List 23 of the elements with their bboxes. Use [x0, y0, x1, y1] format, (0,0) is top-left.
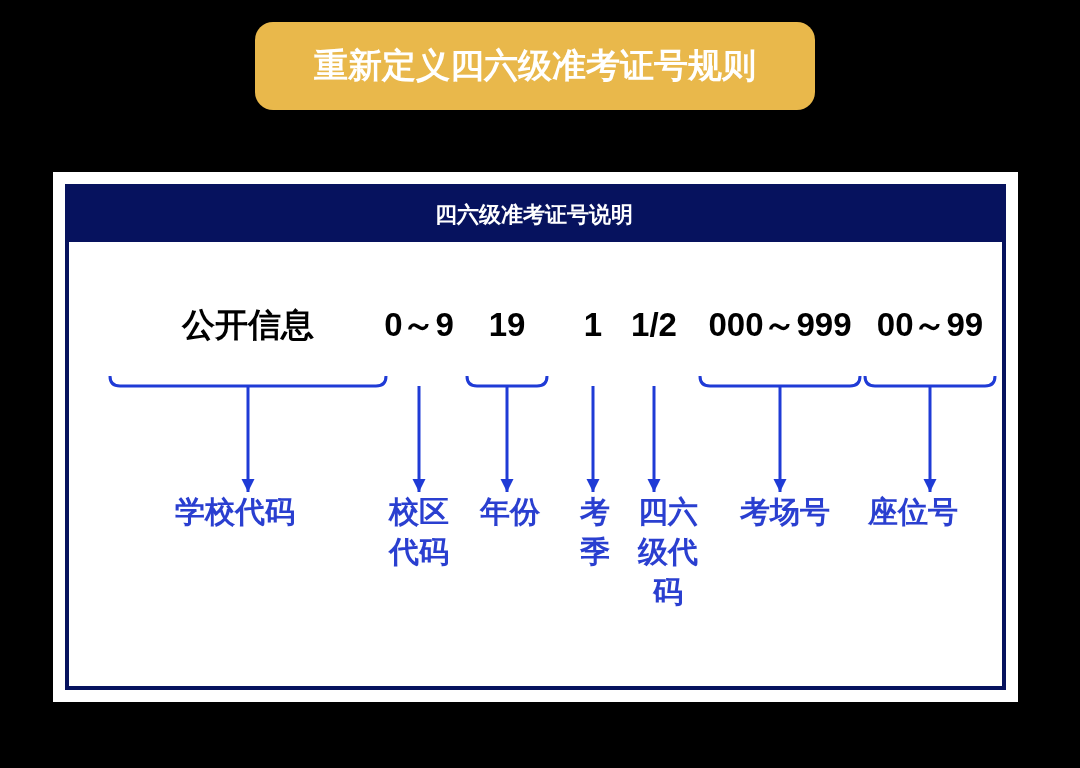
field-label: 考季 — [576, 492, 614, 582]
field-label: 考场号 — [730, 492, 840, 542]
arrow — [241, 386, 255, 492]
field-label: 校区代码 — [384, 492, 454, 582]
arrow — [647, 386, 661, 492]
arrow — [412, 386, 426, 492]
field-label: 座位号 — [858, 492, 968, 542]
field-label: 年份 — [472, 492, 548, 542]
code-value: 公开信息 — [110, 305, 386, 386]
code-value: 000～999 — [700, 305, 860, 386]
arrow — [586, 386, 600, 492]
code-value: 1 — [575, 305, 611, 386]
panel — [53, 172, 1018, 702]
code-value: 19 — [467, 305, 547, 386]
arrow — [773, 386, 787, 492]
code-value: 00～99 — [865, 305, 995, 386]
arrow — [923, 386, 937, 492]
code-value: 0～9 — [383, 305, 455, 386]
arrow — [500, 386, 514, 492]
title-banner: 重新定义四六级准考证号规则 — [255, 22, 815, 110]
field-label: 四六级代码 — [632, 492, 704, 622]
field-label: 学校代码 — [160, 492, 310, 542]
code-value: 1/2 — [622, 305, 686, 386]
